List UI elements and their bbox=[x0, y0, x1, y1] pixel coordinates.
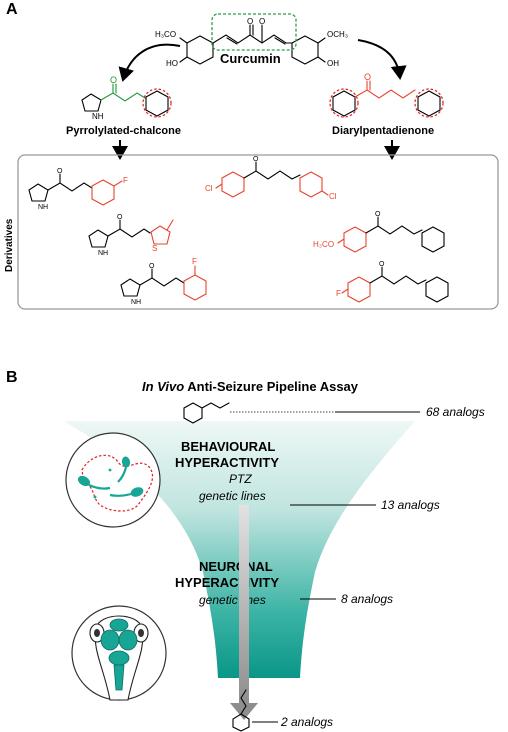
stage1-line2: HYPERACTIVITY bbox=[175, 455, 279, 470]
diaryl-structure: O bbox=[329, 72, 444, 118]
deriv1-o: O bbox=[57, 168, 63, 175]
pipeline-title-italic: In Vivo bbox=[142, 379, 184, 394]
diaryl-right-highlight bbox=[414, 88, 444, 118]
deriv1-f: F bbox=[123, 176, 128, 185]
stage2-line2: HYPERACTIVITY bbox=[175, 575, 279, 590]
curcumin-name: Curcumin bbox=[220, 51, 281, 66]
curcumin-left-methoxy: H₃CO bbox=[155, 30, 176, 39]
chalcone-phenyl-ring bbox=[145, 90, 169, 117]
derivative-fluoro-diaryl: F O bbox=[336, 261, 449, 303]
deriv4-cl-left: Cl bbox=[205, 184, 213, 193]
top-analog-molecule bbox=[183, 402, 335, 424]
chalcone-oxygen: O bbox=[110, 75, 117, 85]
diaryl-name: Diarylpentadienone bbox=[332, 125, 434, 137]
diaryl-right-ring bbox=[417, 90, 441, 117]
chalcone-nh: NH bbox=[92, 112, 104, 121]
arrow-to-chalcone bbox=[118, 43, 181, 82]
derivative-methoxy-diaryl: H₃CO O bbox=[313, 211, 445, 253]
deriv1-nh: NH bbox=[38, 204, 48, 211]
chalcone-structure: NH O bbox=[81, 75, 172, 121]
stage2-genetic-lines: genetic lines bbox=[199, 593, 266, 607]
arrow-to-diaryl bbox=[357, 39, 407, 80]
chalcone-phenyl-highlight bbox=[142, 88, 172, 118]
larva-brain-circle bbox=[71, 605, 167, 701]
stage1-genetic-lines: genetic lines bbox=[199, 489, 266, 503]
pipeline-title-rest: Anti-Seizure Pipeline Assay bbox=[184, 379, 359, 394]
derivative-thiophene-chalcone: NH O S bbox=[88, 214, 174, 257]
deriv4-cl-right: Cl bbox=[329, 192, 337, 201]
funnel-arrow-shaft bbox=[239, 505, 249, 705]
diaryl-oxygen: O bbox=[364, 72, 371, 82]
curcumin-ketone-o1: O bbox=[247, 17, 253, 26]
panel-a-label: A bbox=[6, 1, 18, 18]
deriv5-h3co: H₃CO bbox=[313, 240, 334, 249]
curcumin-core-highlight bbox=[211, 13, 297, 51]
count-2: 2 analogs bbox=[280, 715, 333, 729]
deriv6-f: F bbox=[336, 289, 341, 298]
deriv6-o: O bbox=[379, 261, 385, 268]
diaryl-left-ring bbox=[332, 90, 356, 117]
count-68: 68 analogs bbox=[426, 405, 485, 419]
curcumin-ketone-o2: O bbox=[259, 17, 265, 26]
curcumin-left-ring bbox=[186, 35, 214, 65]
deriv2-s: S bbox=[152, 244, 157, 253]
stage1-ptz: PTZ bbox=[229, 472, 252, 486]
derivatives-label: Derivatives bbox=[4, 218, 15, 272]
curcumin-structure: O O H₃CO HO OCH₃ OH bbox=[155, 13, 348, 68]
count-13: 13 analogs bbox=[381, 498, 440, 512]
bottom-analog-molecule bbox=[232, 689, 250, 732]
diaryl-left-highlight bbox=[329, 88, 359, 118]
curcumin-right-methoxy: OCH₃ bbox=[327, 30, 348, 39]
derivative-dichloro-diaryl: Cl O Cl bbox=[205, 156, 337, 201]
deriv2-nh: NH bbox=[98, 250, 108, 257]
deriv3-nh: NH bbox=[131, 299, 141, 306]
deriv3-o: O bbox=[149, 263, 155, 270]
derivative-fluoro-chalcone: NH O F bbox=[28, 168, 128, 211]
curcumin-right-hydroxy: OH bbox=[327, 59, 339, 68]
count-8: 8 analogs bbox=[341, 592, 393, 606]
stage2-line1: NEURONAL bbox=[199, 559, 273, 574]
chalcone-pyrrole-ring bbox=[81, 93, 102, 112]
derivatives-box bbox=[17, 154, 499, 310]
deriv3-f: F bbox=[192, 257, 197, 266]
chalcone-name: Pyrrolylated-chalcone bbox=[66, 125, 181, 137]
pipeline-title: In Vivo Anti-Seizure Pipeline Assay bbox=[142, 379, 359, 394]
larvae-behaviour-circle bbox=[65, 432, 161, 528]
deriv5-o: O bbox=[375, 211, 381, 218]
deriv4-o: O bbox=[253, 156, 259, 163]
panel-b-label: B bbox=[6, 369, 18, 386]
derivative-2-fluoro-chalcone: NH O F bbox=[120, 257, 207, 306]
funnel-arrow-head bbox=[230, 703, 258, 720]
curcumin-left-hydroxy: HO bbox=[166, 59, 178, 68]
stage1-line1: BEHAVIOURAL bbox=[181, 439, 275, 454]
deriv2-o: O bbox=[117, 214, 123, 221]
